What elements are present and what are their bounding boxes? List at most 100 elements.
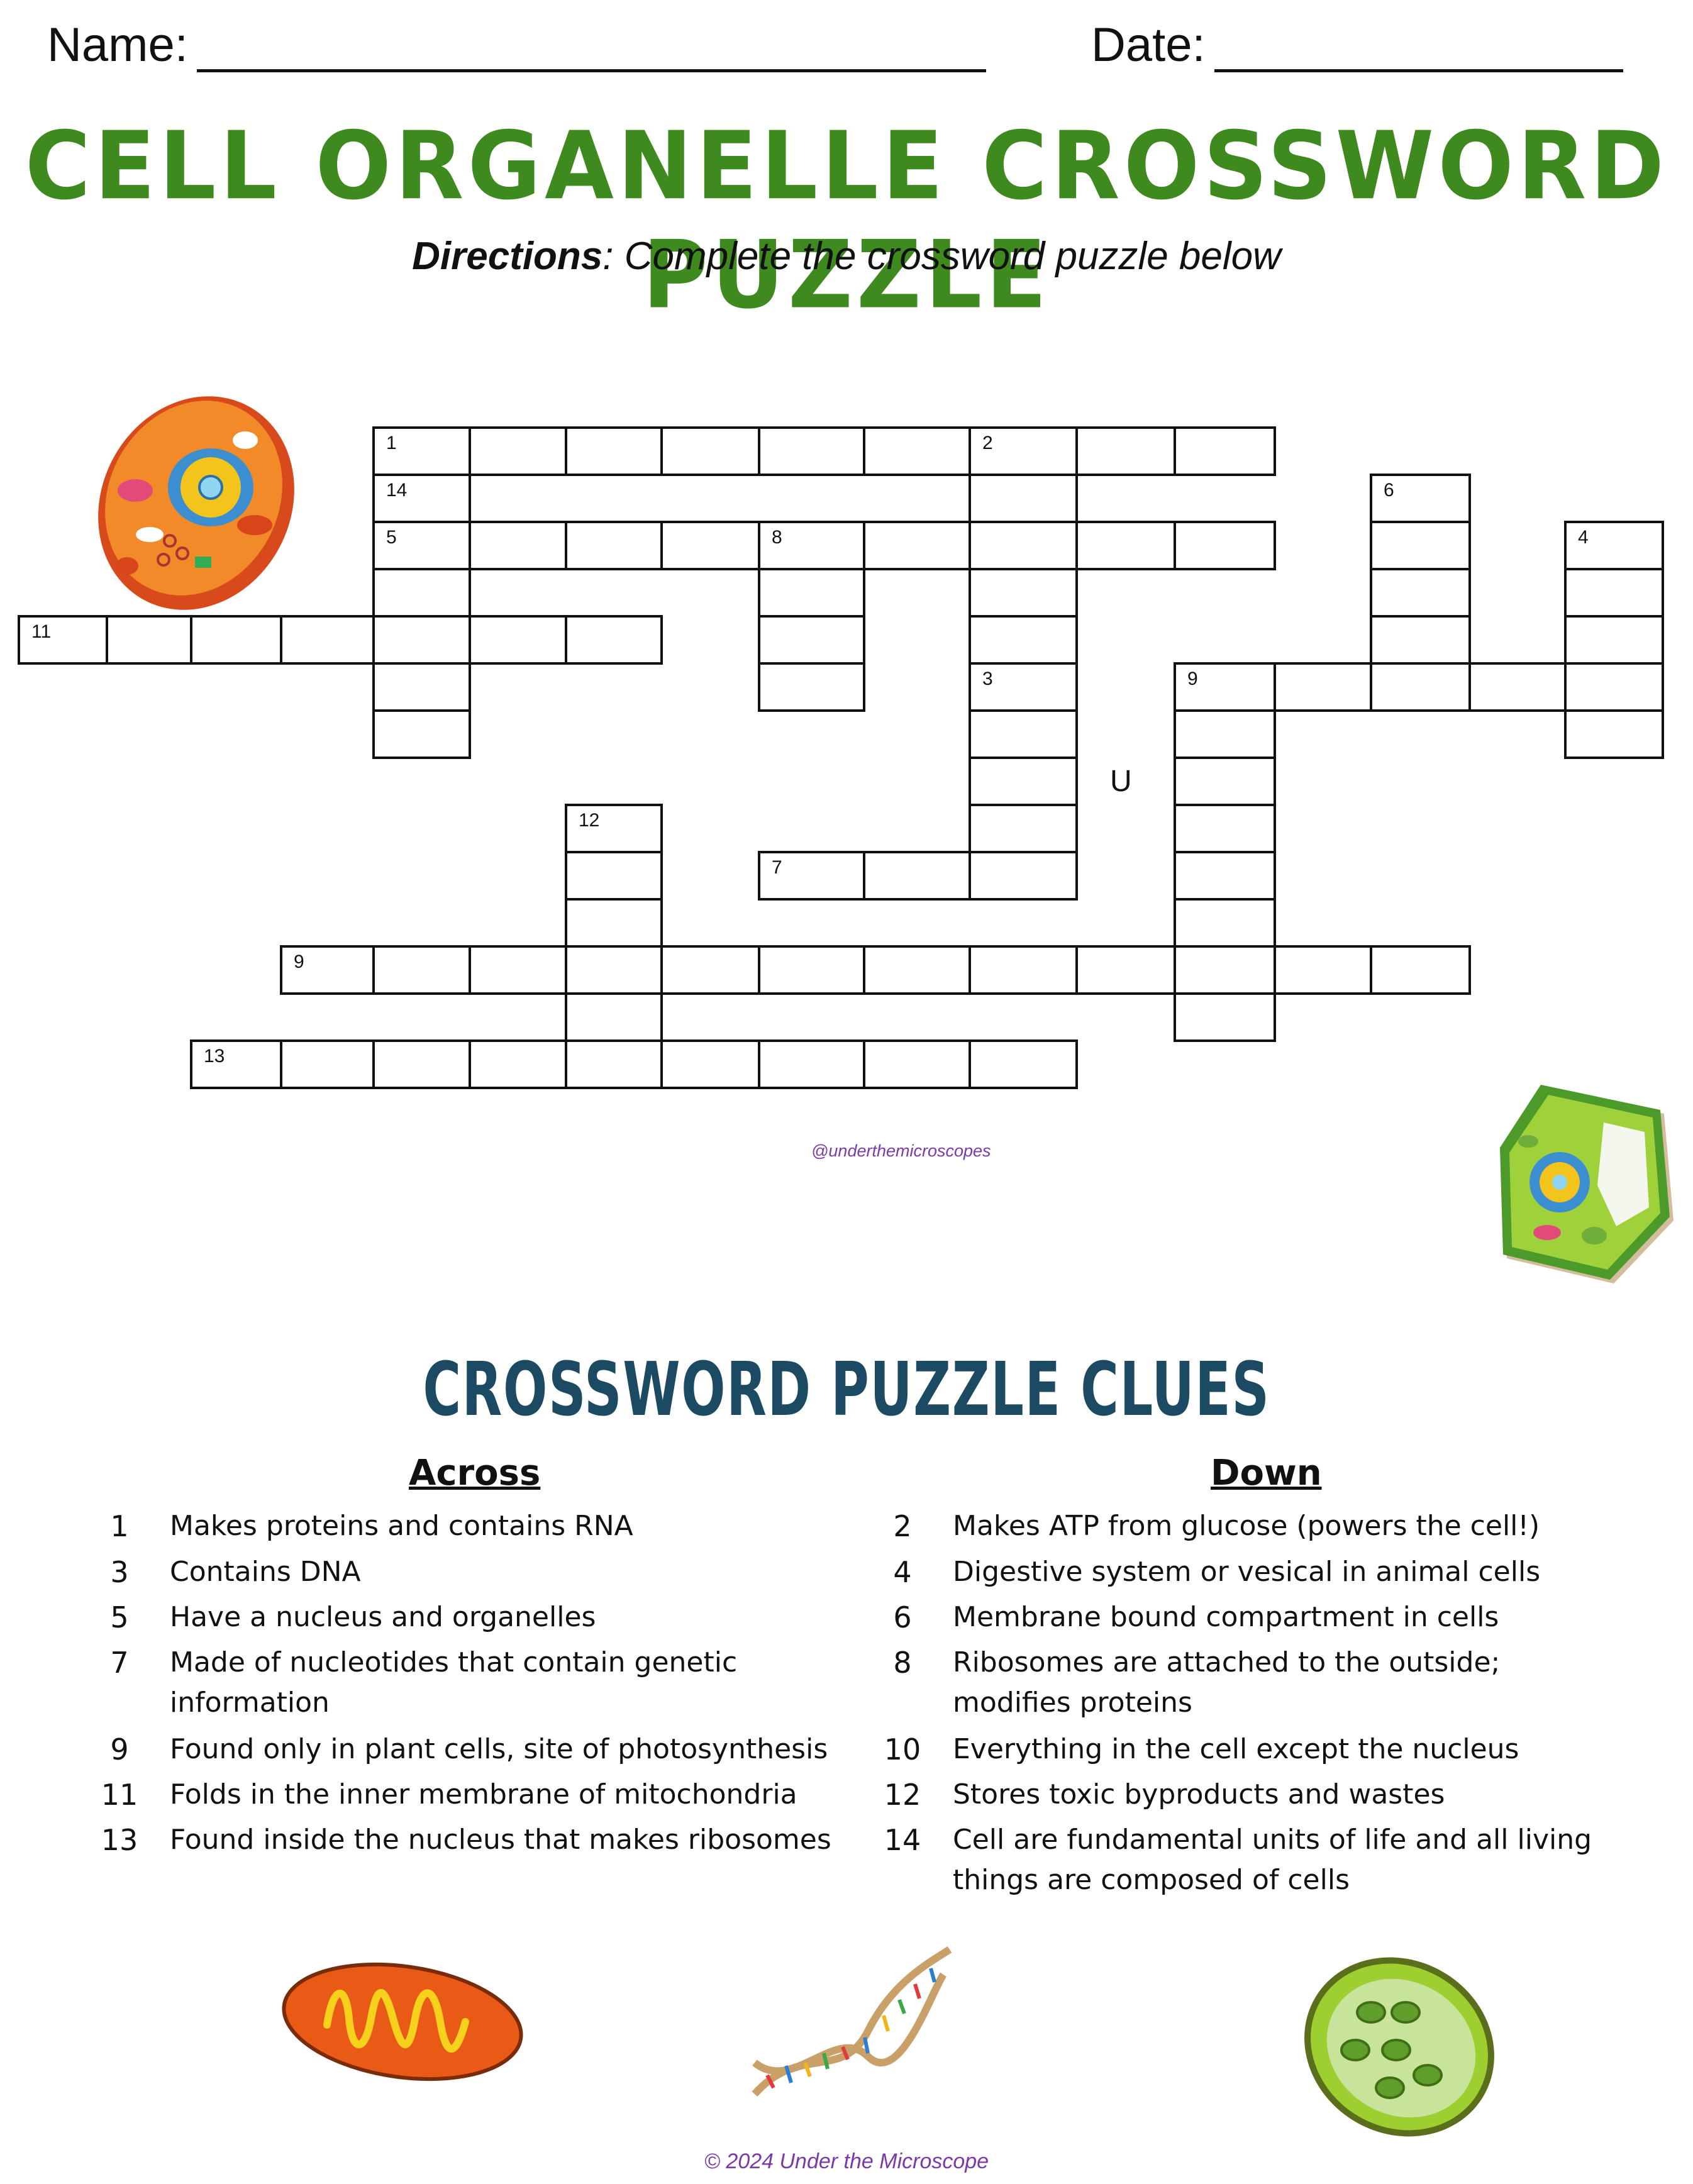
grid-cell[interactable]: [1370, 521, 1471, 570]
grid-cell[interactable]: [372, 662, 471, 712]
animal-cell-icon: [98, 396, 294, 610]
clue-number: 4: [1578, 527, 1589, 548]
grid-cell[interactable]: [969, 568, 1078, 618]
grid-cell[interactable]: [565, 426, 663, 476]
grid-cell[interactable]: [660, 521, 760, 570]
grid-cell[interactable]: [758, 662, 865, 712]
grid-cell[interactable]: [1174, 426, 1276, 476]
grid-cell[interactable]: [1564, 568, 1664, 618]
grid-cell[interactable]: [565, 615, 663, 665]
grid-cell[interactable]: [565, 1039, 663, 1089]
clue-number: 12: [579, 810, 600, 831]
grid-cell[interactable]: [1370, 568, 1471, 618]
grid-cell[interactable]: [969, 945, 1078, 995]
grid-cell[interactable]: [372, 568, 471, 618]
grid-cell[interactable]: [1174, 992, 1276, 1042]
grid-cell[interactable]: [1274, 945, 1372, 995]
grid-cell[interactable]: [372, 709, 471, 759]
clue-number: 4: [893, 1555, 912, 1589]
clue-text: Digestive system or vesical in animal ce…: [953, 1556, 1541, 1588]
grid-cell[interactable]: [190, 1039, 282, 1089]
grid-cell[interactable]: [969, 709, 1078, 759]
down-heading: Down: [1211, 1453, 1322, 1494]
clue-number: 9: [1187, 668, 1198, 689]
grid-cell[interactable]: [969, 474, 1078, 523]
grid-cell[interactable]: [565, 521, 663, 570]
grid-cell[interactable]: [758, 426, 865, 476]
grid-cell[interactable]: [660, 426, 760, 476]
grid-cell[interactable]: [1564, 615, 1664, 665]
grid-cell[interactable]: [565, 898, 663, 948]
clue-text: Stores toxic byproducts and wastes: [953, 1778, 1445, 1810]
grid-cell[interactable]: [372, 945, 471, 995]
grid-cell[interactable]: [1075, 426, 1176, 476]
grid-cell[interactable]: [660, 945, 760, 995]
grid-cell[interactable]: [1370, 945, 1471, 995]
grid-cell[interactable]: [1274, 662, 1372, 712]
clue-text: Made of nucleotides that contain genetic…: [170, 1646, 738, 1719]
grid-cell[interactable]: [469, 615, 567, 665]
grid-cell[interactable]: [372, 615, 471, 665]
grid-cell[interactable]: [758, 1039, 865, 1089]
grid-cell[interactable]: [469, 426, 567, 476]
grid-cell[interactable]: [758, 615, 865, 665]
date-line[interactable]: [1214, 25, 1623, 72]
grid-cell[interactable]: [1174, 945, 1276, 995]
page-title: Cell Organelle Crossword Puzzle: [25, 111, 1668, 330]
grid-cell[interactable]: [758, 521, 865, 570]
grid-cell[interactable]: [280, 1039, 375, 1089]
clue-number: 11: [101, 1778, 138, 1812]
grid-cell[interactable]: [969, 757, 1078, 806]
grid-cell[interactable]: [863, 851, 971, 901]
grid-cell[interactable]: [1174, 851, 1276, 901]
grid-cell[interactable]: [758, 945, 865, 995]
grid-cell[interactable]: [469, 945, 567, 995]
plant-cell-icon: [1500, 1085, 1674, 1283]
grid-cell[interactable]: [969, 615, 1078, 665]
name-label: Name:: [47, 18, 188, 72]
grid-cell[interactable]: [1174, 898, 1276, 948]
grid-cell[interactable]: [469, 521, 567, 570]
grid-cell[interactable]: [1174, 757, 1276, 806]
grid-cell[interactable]: [863, 426, 971, 476]
name-field[interactable]: Name:: [47, 18, 986, 72]
clue-text: Makes proteins and contains RNA: [170, 1510, 633, 1542]
grid-cell[interactable]: [1075, 945, 1176, 995]
grid-cell[interactable]: [1174, 804, 1276, 853]
grid-cell[interactable]: [1468, 662, 1567, 712]
stray-letter: U: [1110, 765, 1132, 798]
grid-cell[interactable]: [1370, 615, 1471, 665]
clue-number: 1: [386, 433, 397, 453]
grid-cell[interactable]: [1564, 709, 1664, 759]
grid-cell[interactable]: [1564, 662, 1664, 712]
grid-cell[interactable]: [863, 521, 971, 570]
grid-cell[interactable]: [969, 521, 1078, 570]
grid-cell[interactable]: [372, 1039, 471, 1089]
grid-cell[interactable]: [190, 615, 282, 665]
grid-cell[interactable]: [969, 804, 1078, 853]
date-label: Date:: [1091, 18, 1206, 72]
across-heading: Across: [409, 1453, 541, 1494]
grid-cell[interactable]: [863, 1039, 971, 1089]
name-line[interactable]: [196, 25, 986, 72]
grid-cell[interactable]: [969, 1039, 1078, 1089]
watermark: @underthemicroscopes: [811, 1141, 991, 1160]
grid-cell[interactable]: [1174, 521, 1276, 570]
grid-cell[interactable]: [758, 568, 865, 618]
grid-cell[interactable]: [660, 1039, 760, 1089]
grid-cell[interactable]: [1075, 521, 1176, 570]
grid-cell[interactable]: [1174, 709, 1276, 759]
grid-cell[interactable]: [106, 615, 192, 665]
clue-text: Ribosomes are attached to the outside; m…: [953, 1646, 1501, 1719]
grid-cell[interactable]: [863, 945, 971, 995]
grid-cell[interactable]: [565, 992, 663, 1042]
grid-cell[interactable]: [280, 945, 375, 995]
grid-cell[interactable]: [565, 945, 663, 995]
grid-cell[interactable]: [1370, 662, 1471, 712]
grid-cell[interactable]: [969, 851, 1078, 901]
date-field[interactable]: Date:: [1091, 18, 1623, 72]
grid-cell[interactable]: [280, 615, 375, 665]
grid-cell[interactable]: [565, 851, 663, 901]
grid-cell[interactable]: [469, 1039, 567, 1089]
